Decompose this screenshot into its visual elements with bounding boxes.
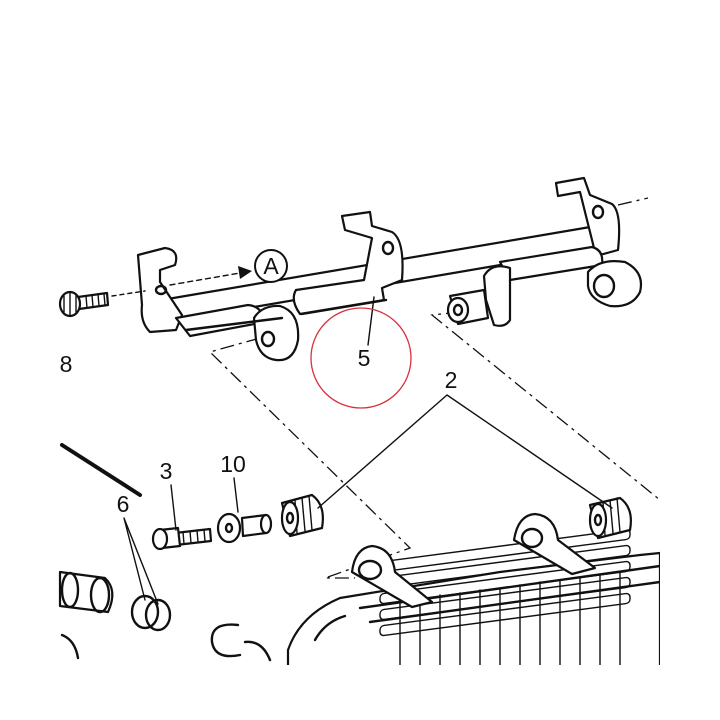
radiator-mount-lug-right <box>512 512 597 576</box>
reference-a-badge: A <box>254 249 288 283</box>
radiator <box>286 528 660 665</box>
flange-bolt <box>58 290 146 318</box>
washer <box>216 512 242 544</box>
rubber-grommet-left <box>280 493 324 538</box>
part-number-2: 2 <box>445 367 458 393</box>
radiator-fins <box>379 528 631 665</box>
part-number-6: 6 <box>117 491 130 517</box>
radiator-mount-lug-left <box>350 544 434 609</box>
left-hose-hardware <box>58 443 272 662</box>
leader-lines <box>123 296 613 605</box>
hex-bolt <box>151 526 213 551</box>
spacer-collar <box>240 513 273 538</box>
reference-a-label: A <box>263 253 279 279</box>
bracket-frame <box>136 176 643 362</box>
part-number-5: 5 <box>358 345 371 371</box>
part-number-8: 8 <box>60 351 73 377</box>
part-number-10: 10 <box>220 451 246 477</box>
highlight-circle <box>310 307 412 409</box>
o-rings <box>130 594 172 632</box>
rubber-grommet-right <box>588 496 632 540</box>
reference-a-arrow <box>169 266 252 286</box>
part-number-3: 3 <box>160 458 173 484</box>
